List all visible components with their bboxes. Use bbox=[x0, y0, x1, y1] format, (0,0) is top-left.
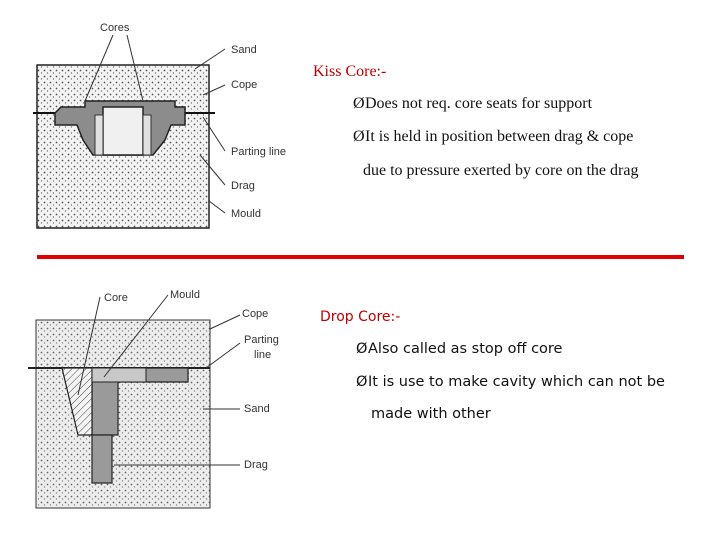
kiss-bullet-2: ØIt is held in position between drag & c… bbox=[353, 128, 634, 145]
bullet-arrow-icon: Ø bbox=[353, 128, 365, 145]
label-drag: Drag bbox=[231, 180, 255, 192]
kiss-core-figure: Cores Sand Cope Parting line Drag Mould bbox=[25, 15, 305, 240]
core-print-right bbox=[142, 114, 152, 156]
kiss-core-heading: Kiss Core:- bbox=[313, 63, 387, 80]
label-cope: Cope bbox=[242, 308, 268, 320]
kiss-continuation: due to pressure exerted by core on the d… bbox=[363, 162, 639, 179]
drop-core-top bbox=[91, 367, 147, 383]
drop-continuation: made with other bbox=[371, 406, 491, 422]
label-line: line bbox=[254, 349, 271, 361]
drop-bullet-2: ØIt is use to make cavity which can not … bbox=[356, 374, 665, 390]
label-cores: Cores bbox=[100, 22, 130, 34]
kiss-bullet-1: ØDoes not req. core seats for support bbox=[353, 95, 593, 112]
drop-core-heading: Drop Core:- bbox=[320, 309, 401, 325]
label-sand: Sand bbox=[231, 44, 257, 56]
label-drag: Drag bbox=[244, 459, 268, 471]
bullet-arrow-icon: Ø bbox=[356, 374, 368, 390]
drop-core bbox=[61, 367, 93, 436]
drop-bullet-1: ØAlso called as stop off core bbox=[356, 341, 563, 357]
cope-block bbox=[35, 319, 211, 369]
label-sand: Sand bbox=[244, 403, 270, 415]
label-mould: Mould bbox=[231, 208, 261, 220]
label-parting-line: Parting line bbox=[231, 146, 286, 158]
drag-cavity bbox=[91, 434, 113, 484]
drop-core-figure: Core Mould Cope Parting line Sand Drag bbox=[28, 285, 293, 515]
label-core: Core bbox=[104, 292, 128, 304]
section-divider bbox=[37, 255, 684, 259]
bullet-arrow-icon: Ø bbox=[353, 95, 365, 112]
kiss-core bbox=[102, 106, 144, 156]
drag-block bbox=[35, 367, 211, 509]
label-parting: Parting bbox=[244, 334, 279, 346]
label-mould: Mould bbox=[170, 289, 200, 301]
core-print-left bbox=[94, 114, 104, 156]
bullet-arrow-icon: Ø bbox=[356, 341, 368, 357]
label-cope: Cope bbox=[231, 79, 257, 91]
